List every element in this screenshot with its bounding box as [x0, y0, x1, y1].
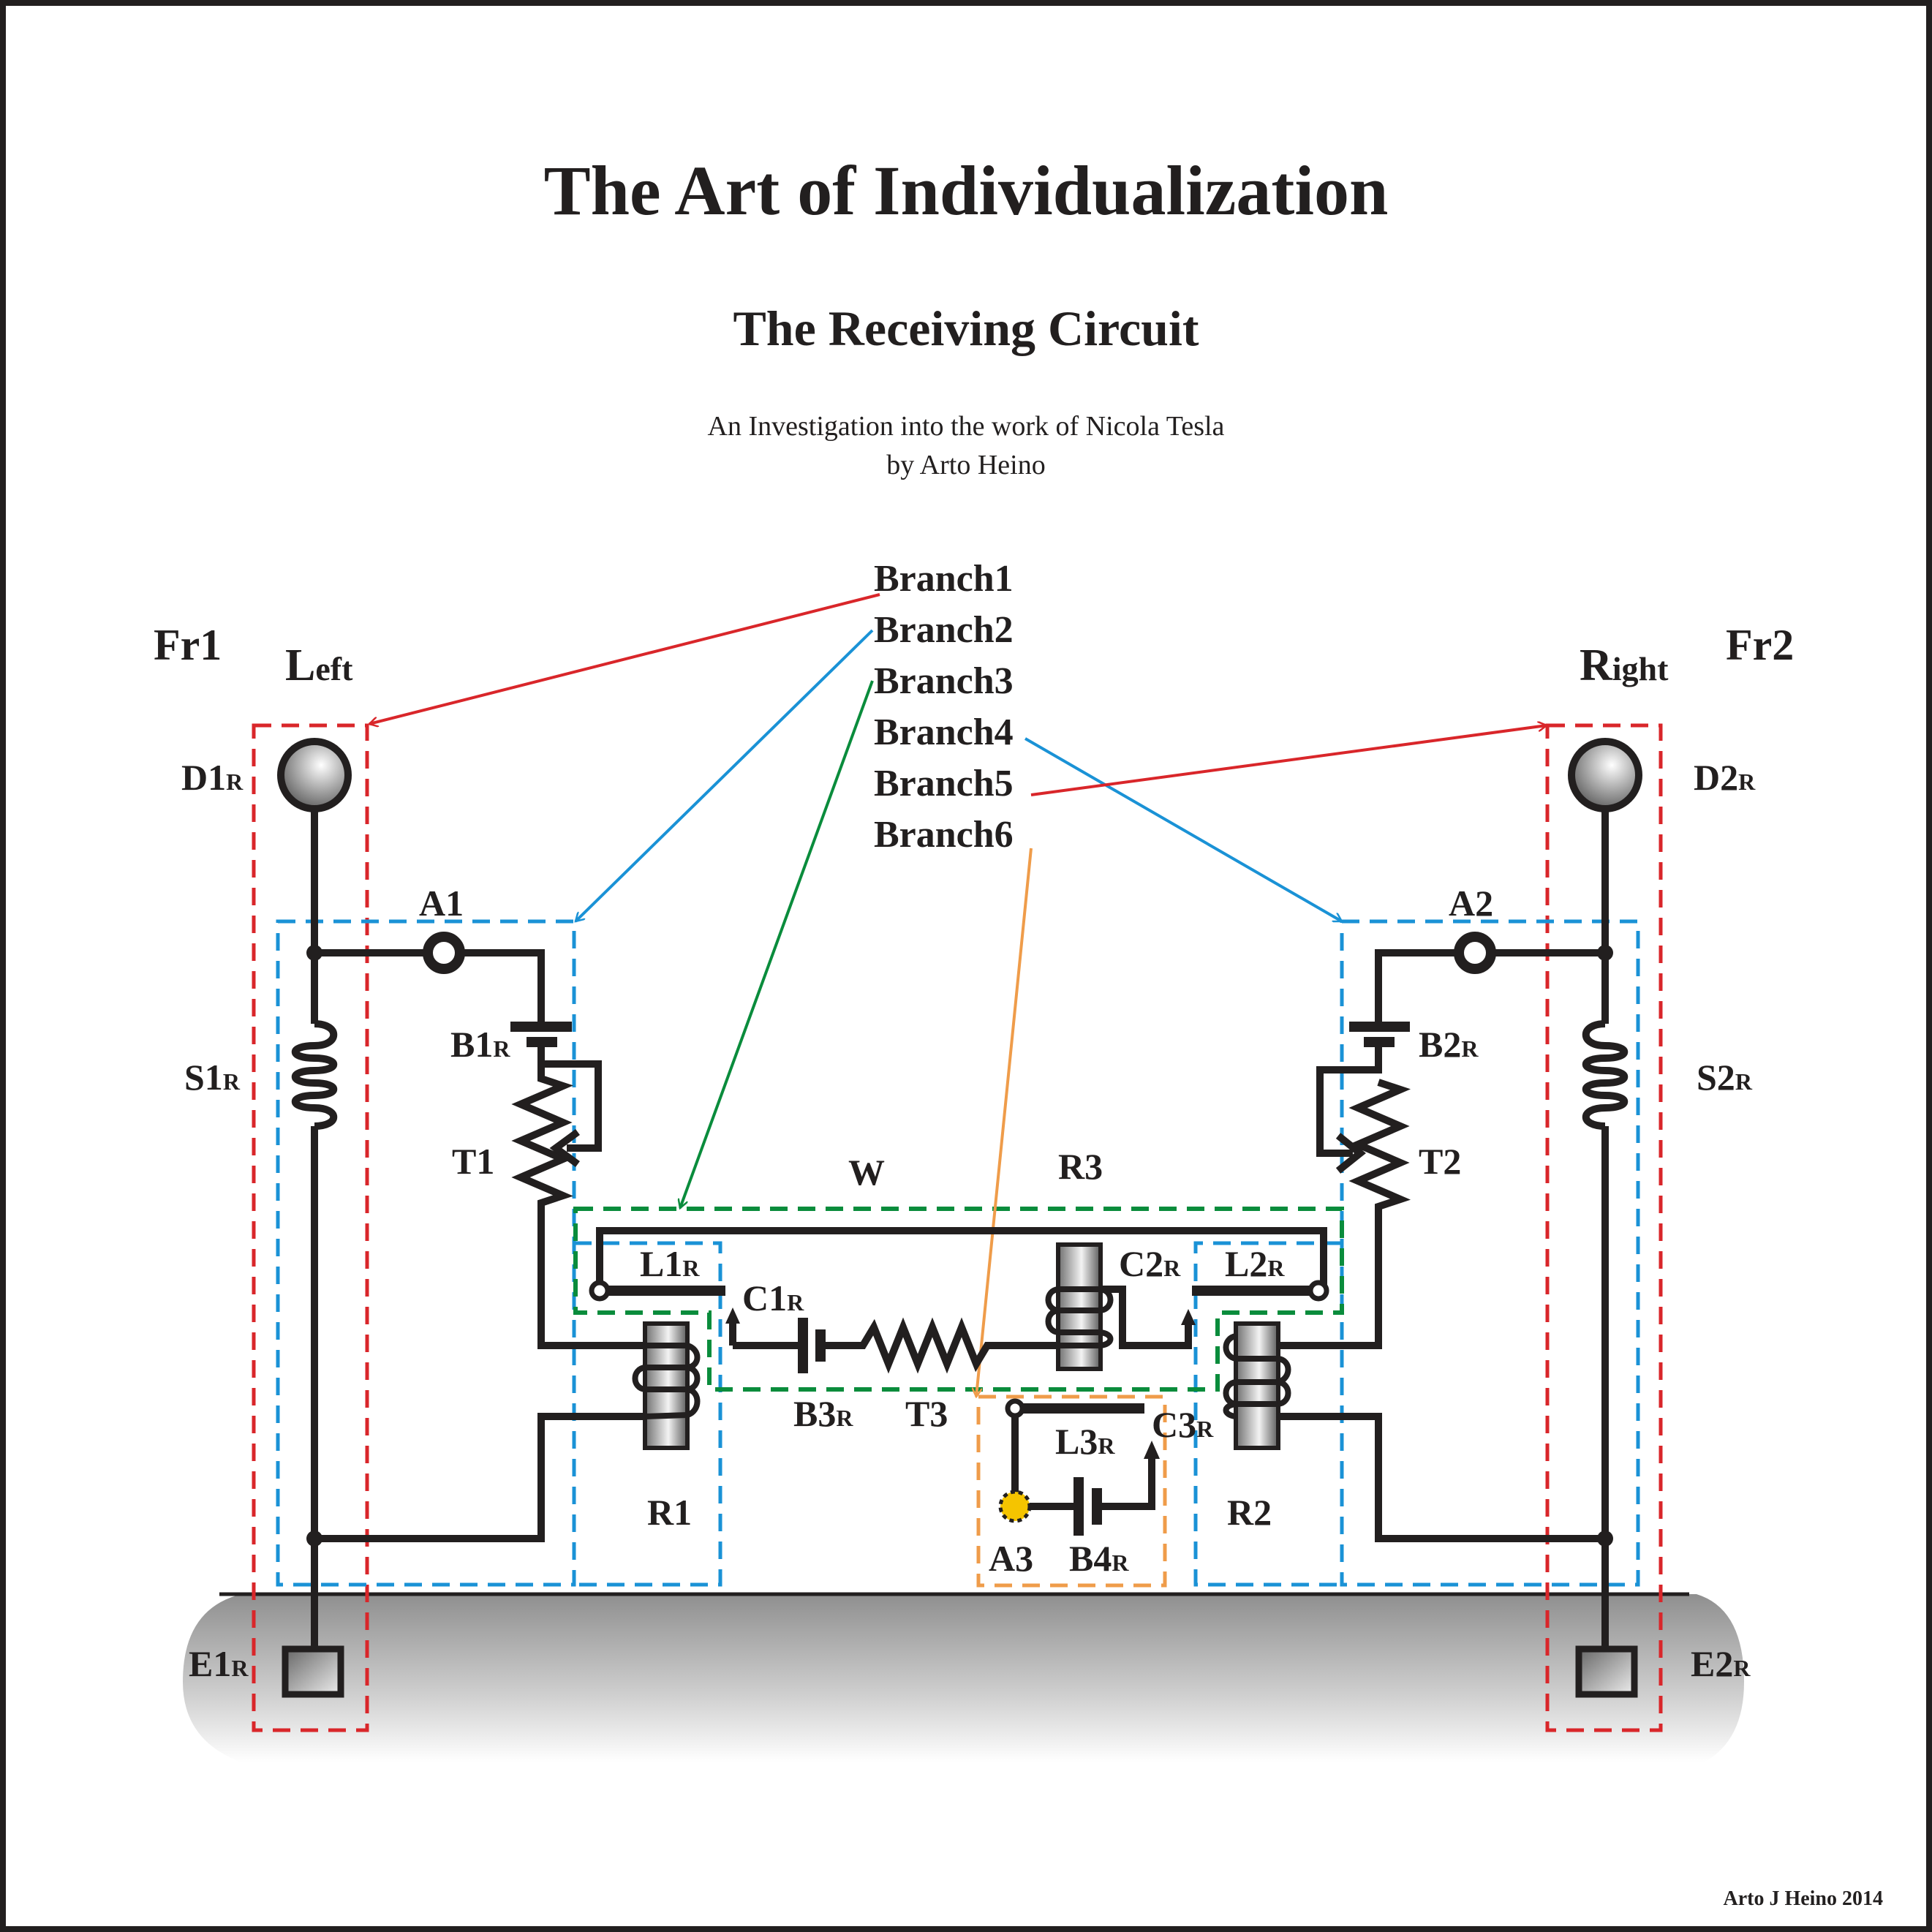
label-l2: L2R	[1225, 1243, 1285, 1284]
branch6-arrow	[976, 848, 1033, 1397]
byline-line-1: An Investigation into the work of Nicola…	[708, 411, 1225, 442]
branch5-arrow	[1030, 725, 1547, 796]
box-left-blue-lower	[574, 1241, 722, 1587]
side-label-left: Left	[285, 641, 353, 690]
label-l3: L3R	[1055, 1421, 1115, 1462]
l3-terminal-icon	[1005, 1398, 1025, 1419]
branch-label: Branch6	[874, 814, 1014, 856]
c1-arrow-icon	[725, 1308, 740, 1324]
page-title: The Art of Individualization	[544, 151, 1389, 230]
side-left-rest: eft	[315, 650, 353, 687]
label-e1: E1R	[189, 1643, 249, 1684]
branch-label: Branch1	[874, 558, 1014, 600]
byline-line-2: by Arto Heino	[886, 450, 1045, 480]
frame-label-fr2: Fr2	[1726, 621, 1794, 669]
right-circuit	[1223, 738, 1642, 1698]
box-orange	[976, 1395, 1167, 1588]
a1-terminal-icon	[423, 932, 465, 974]
side-label-right: Right	[1580, 641, 1669, 690]
label-b3: B3R	[793, 1393, 853, 1434]
branch-label: Branch2	[874, 609, 1014, 651]
label-l1: L1R	[640, 1243, 700, 1284]
label-s2: S2R	[1697, 1057, 1753, 1098]
r3-coil-core-icon	[1056, 1242, 1103, 1371]
d2-sphere-icon	[1568, 738, 1642, 812]
branch-list: Branch1 Branch2 Branch3 Branch4 Branch5 …	[874, 558, 1014, 856]
label-b2: B2R	[1419, 1024, 1479, 1065]
t2-variable-resistor-icon	[1278, 1079, 1411, 1349]
r2-coil-core-icon	[1234, 1321, 1280, 1450]
box-right-blue	[1340, 919, 1640, 1587]
branch-label: Branch3	[874, 660, 1014, 702]
label-b1: B1R	[450, 1024, 510, 1065]
label-a2: A2	[1449, 883, 1493, 924]
label-r3: R3	[1058, 1146, 1103, 1187]
label-c3: C3R	[1152, 1404, 1214, 1445]
branch1-arrow	[369, 593, 880, 724]
label-r1: R1	[647, 1492, 692, 1533]
c3-arrow-icon	[1144, 1441, 1160, 1459]
label-a3: A3	[989, 1538, 1033, 1579]
label-c1: C1R	[742, 1278, 804, 1318]
e1-ground-plate-icon	[282, 1645, 344, 1698]
frame-label-fr1: Fr1	[154, 621, 222, 669]
r1-coil-core-icon	[643, 1321, 690, 1450]
label-t3: T3	[905, 1393, 948, 1434]
a2-terminal-icon	[1454, 932, 1496, 974]
page-subtitle: The Receiving Circuit	[733, 301, 1199, 356]
orange-circuit	[998, 1398, 1160, 1536]
branch3-arrow	[680, 680, 874, 1208]
e2-ground-plate-icon	[1575, 1645, 1638, 1698]
label-t2: T2	[1419, 1141, 1461, 1182]
t3-resistor-icon	[825, 1317, 1057, 1374]
left-circuit	[277, 738, 1329, 1698]
label-d1: D1R	[181, 757, 244, 798]
d1-sphere-icon	[277, 738, 352, 812]
label-a1: A1	[419, 883, 464, 924]
label-t1: T1	[452, 1141, 494, 1182]
label-b4: B4R	[1069, 1538, 1129, 1579]
s1-spring-coil-icon	[291, 1020, 338, 1130]
l2-terminal-icon	[1308, 1280, 1329, 1302]
label-d2: D2R	[1694, 757, 1756, 798]
side-left-cap: L	[285, 641, 315, 690]
branch-label: Branch5	[874, 763, 1014, 804]
side-right-rest: ight	[1612, 650, 1669, 687]
box-right-blue-lower	[1193, 1241, 1342, 1587]
credit-text: Arto J Heino 2014	[1723, 1887, 1883, 1910]
label-e2: E2R	[1691, 1643, 1751, 1684]
t1-variable-resistor-icon	[511, 1064, 644, 1349]
l1-terminal-icon	[589, 1280, 611, 1302]
box-w-green	[573, 1207, 1344, 1392]
frame-box-right-red	[1545, 723, 1663, 1732]
s2-spring-coil-icon	[1582, 1020, 1629, 1130]
label-c2: C2R	[1119, 1243, 1181, 1284]
c2-arrow-icon	[1181, 1309, 1196, 1325]
earth-ground-band	[183, 1594, 1744, 1762]
label-w: W	[848, 1152, 885, 1193]
frame-box-left-red	[252, 723, 369, 1732]
label-r2: R2	[1227, 1492, 1272, 1533]
branch2-arrow	[576, 629, 874, 921]
component-labels: D1R D2R A1 A2 B1R B2R S1R S2R T1 T2 W R3…	[181, 757, 1756, 1684]
branch4-arrow	[1024, 737, 1342, 923]
a3-terminal-icon	[998, 1490, 1032, 1523]
side-right-cap: R	[1580, 641, 1613, 690]
branch-label: Branch4	[874, 712, 1014, 753]
label-s1: S1R	[184, 1057, 241, 1098]
